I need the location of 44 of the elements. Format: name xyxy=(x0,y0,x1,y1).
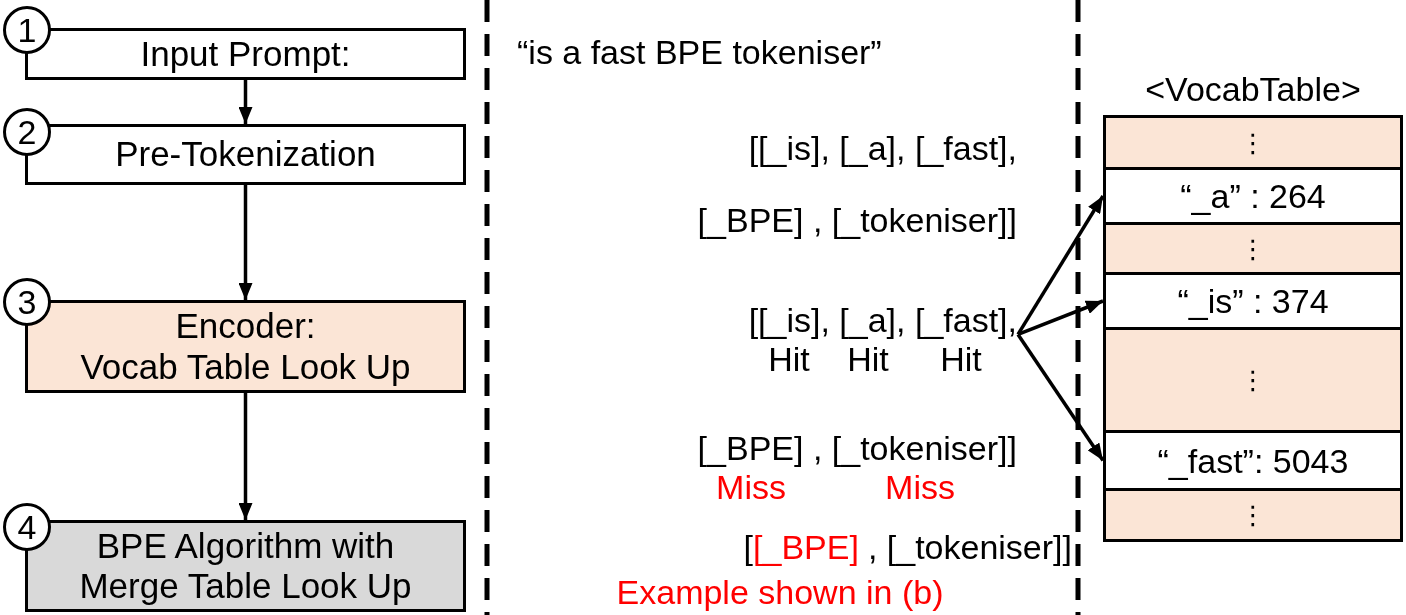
step-number: 1 xyxy=(17,13,37,47)
step-number: 2 xyxy=(17,115,37,149)
token-list: [ xyxy=(743,528,754,566)
box-label: Encoder: xyxy=(175,306,316,347)
vocab-entry: “_a” : 264 xyxy=(1180,177,1326,215)
token-list: [_BPE] , [_tokeniser]] xyxy=(697,201,1017,239)
token-list: , [_tokeniser]] xyxy=(867,528,1072,566)
vocab-row xyxy=(1103,167,1403,225)
arrow xyxy=(238,80,253,124)
box-label: Input Prompt: xyxy=(140,33,351,75)
status-label: Hit xyxy=(847,340,889,378)
token-list: [_BPE] , [_tokeniser]] xyxy=(697,429,1017,467)
vertical-ellipsis: ⋮ xyxy=(1240,500,1266,530)
status-label: Hit xyxy=(940,340,982,378)
token-list: [[_is], [_a], [_fast], xyxy=(748,129,1017,167)
box-label: BPE Algorithm with Merge Table Look Up xyxy=(78,525,413,607)
note-text: Example shown in (b) xyxy=(616,573,944,611)
vocab-row xyxy=(1103,430,1403,491)
vertical-ellipsis: ⋮ xyxy=(1240,233,1266,264)
step-number-circle xyxy=(3,278,51,326)
arrow xyxy=(1017,299,1104,337)
vocab-row xyxy=(1103,272,1403,330)
step-number-circle xyxy=(3,503,51,551)
vocab-entry: “_is” : 374 xyxy=(1177,282,1329,320)
arrow xyxy=(1016,333,1105,462)
arrow xyxy=(238,185,253,300)
vocab-entry: “_fast”: 5043 xyxy=(1157,441,1349,480)
step-number: 3 xyxy=(17,285,37,319)
highlighted-token: [_BPE] xyxy=(753,528,859,566)
prompt-text: “is a fast BPE tokeniser” xyxy=(517,33,882,71)
status-label: Miss xyxy=(716,468,786,506)
box-label: Vocab Table Look Up xyxy=(80,346,411,387)
step-number: 4 xyxy=(17,510,37,544)
arrow xyxy=(1016,195,1105,336)
vertical-ellipsis: ⋮ xyxy=(1240,365,1266,395)
status-label: Hit xyxy=(768,340,810,378)
vertical-ellipsis: ⋮ xyxy=(1240,127,1266,158)
table-title: <VocabTable> xyxy=(1144,70,1362,108)
arrow xyxy=(238,393,253,520)
step-number-circle xyxy=(3,6,51,54)
step-number-circle xyxy=(3,108,51,156)
box-label: Pre-Tokenization xyxy=(115,134,376,175)
token-list: [[_is], [_a], [_fast], xyxy=(748,301,1017,339)
status-label: Miss xyxy=(885,468,955,506)
